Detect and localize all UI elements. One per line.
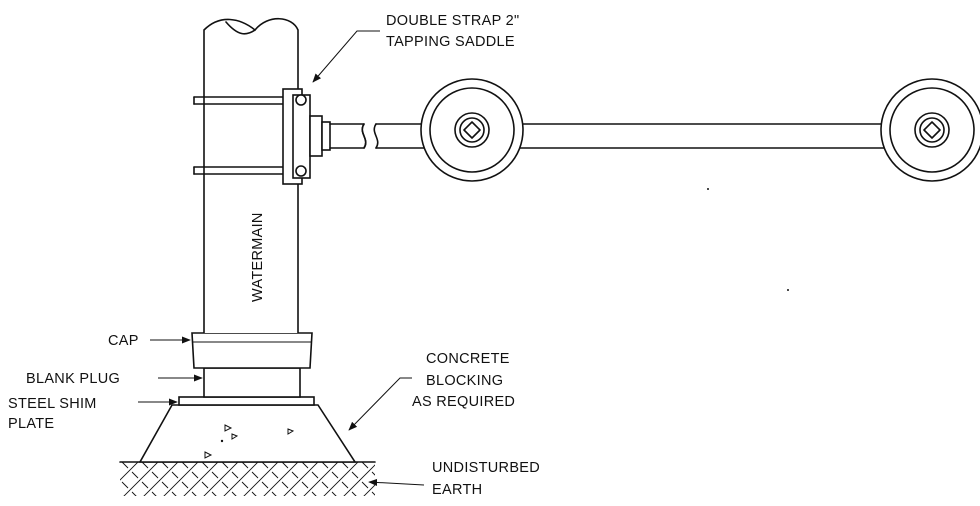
label-concrete-line3: AS REQUIRED xyxy=(412,394,515,410)
service-pipe xyxy=(329,123,893,149)
label-concrete-line1: CONCRETE xyxy=(426,351,510,367)
label-cap: CAP xyxy=(108,333,139,349)
tapping-saddle xyxy=(193,88,331,185)
blank-plug xyxy=(203,367,301,398)
label-concrete-line2: BLOCKING xyxy=(426,373,503,389)
undisturbed-earth-hatch xyxy=(119,461,376,496)
leader-lines xyxy=(138,30,425,487)
label-saddle-line2: TAPPING SADDLE xyxy=(386,34,515,50)
label-steel-shim-line1: STEEL SHIM xyxy=(8,396,97,412)
concrete-blocking xyxy=(138,404,357,463)
valve-1 xyxy=(420,78,524,182)
label-earth-line1: UNDISTURBED xyxy=(432,460,540,476)
label-watermain: WATERMAIN xyxy=(250,212,266,302)
label-blank-plug: BLANK PLUG xyxy=(26,371,120,387)
steel-shim-plate xyxy=(178,396,315,406)
valve-2 xyxy=(880,78,980,182)
label-steel-shim-line2: PLATE xyxy=(8,416,54,432)
cap xyxy=(191,332,313,369)
label-earth-line2: EARTH xyxy=(432,482,482,498)
label-saddle-line1: DOUBLE STRAP 2" xyxy=(386,13,519,29)
